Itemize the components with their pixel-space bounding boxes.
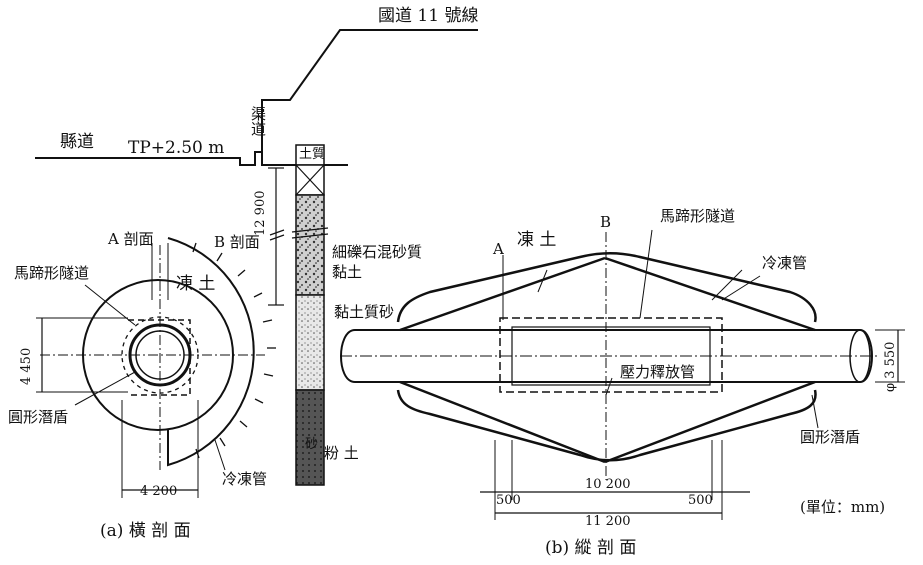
- soil-header-label: 土質: [299, 147, 326, 162]
- county-road-label: 縣道: [60, 132, 94, 152]
- cross-freeze-pipe-label: 冷凍管: [222, 470, 268, 488]
- long-section-caption: (b) 縱 剖 面: [545, 538, 637, 558]
- soil-gravel-clay-label: 細礫石混砂質黏土: [332, 243, 423, 282]
- soil-sand-label: 砂: [305, 437, 319, 452]
- long-dim-10200-label: 10 200: [585, 477, 631, 492]
- unit-note: (單位：mm): [800, 498, 886, 516]
- long-pressure-release-pipe-label: 壓力釋放管: [620, 363, 696, 381]
- cross-horseshoe-tunnel-label: 馬蹄形隧道: [14, 264, 90, 282]
- cross-section-caption: (a) 橫 剖 面: [100, 521, 191, 541]
- national-road-label: 國道 11 號線: [378, 6, 479, 26]
- long-mark-a-label: A: [493, 240, 504, 258]
- long-mark-b-label: B: [600, 213, 612, 231]
- cross-height-dimension-label: 4 450: [19, 347, 34, 385]
- long-horseshoe-tunnel-label: 馬蹄形隧道: [660, 207, 736, 225]
- section-a-label: A 剖面: [108, 230, 154, 248]
- cross-width-dimension-label: 4 200: [140, 484, 178, 499]
- depth-dimension: [268, 167, 285, 306]
- long-freeze-pipe-label: 冷凍管: [762, 254, 808, 272]
- soil-clayey-sand-label: 黏土質砂: [334, 303, 395, 321]
- depth-dimension-label: 12 900: [253, 190, 268, 237]
- soil-silt-label: 粉 土: [324, 444, 359, 462]
- long-dim-500-left-label: 500: [496, 493, 521, 508]
- long-dim-11200-label: 11 200: [585, 514, 631, 529]
- canal-label: 渠道: [249, 106, 267, 136]
- long-dim-500-right-label: 500: [688, 493, 713, 508]
- section-b-label: B 剖面: [214, 233, 260, 251]
- longitudinal-section-drawing: [339, 229, 905, 520]
- long-circular-shield-label: 圓形潛盾: [800, 428, 861, 446]
- tp-level-label: TP+2.50 m: [128, 138, 225, 158]
- cross-section-drawing: [36, 237, 276, 498]
- cross-frozen-soil-label: 凍 土: [176, 274, 216, 294]
- long-diameter-dimension-label: φ 3 550: [883, 341, 898, 392]
- cross-circular-shield-label: 圓形潛盾: [8, 408, 69, 426]
- soil-column: [291, 144, 329, 486]
- ground-profile: [35, 29, 478, 166]
- long-frozen-soil-label: 凍 土: [517, 230, 557, 250]
